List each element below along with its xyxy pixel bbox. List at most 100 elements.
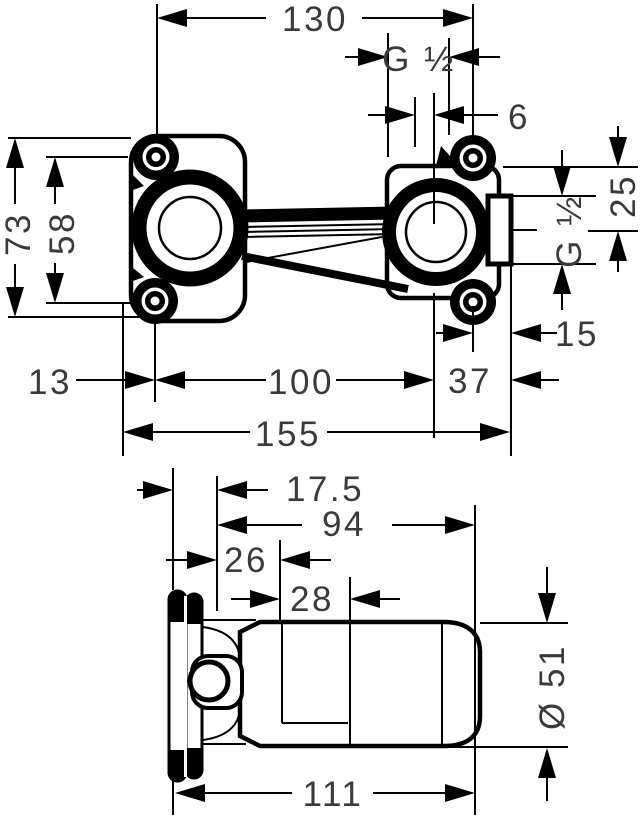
dim-label-94: 94 xyxy=(322,505,366,544)
dimension-dia-51: Ø 51 xyxy=(533,567,572,801)
dimension-25: 25 xyxy=(604,126,640,272)
pipe-line xyxy=(243,233,393,238)
dimension-g12-side: G ½ xyxy=(550,150,589,310)
arrowhead xyxy=(46,273,64,303)
arrowhead xyxy=(445,784,475,802)
cartridge-body xyxy=(237,619,483,749)
dim-label-37: 37 xyxy=(448,362,492,401)
extension-lines xyxy=(172,468,568,815)
pipe-diagonal-bar xyxy=(241,252,409,293)
dim-label-6: 6 xyxy=(508,98,530,137)
dimension-15: 15 xyxy=(436,315,599,354)
dim-label-g12-top: G ½ xyxy=(382,40,456,79)
dimension-155: 155 xyxy=(123,415,510,454)
dimension-6: 6 xyxy=(368,98,530,137)
dim-label-26: 26 xyxy=(224,541,268,580)
arrowhead xyxy=(250,590,280,608)
dimension-100: 100 xyxy=(155,363,434,402)
arrowhead xyxy=(434,106,464,124)
arrowhead xyxy=(385,106,415,124)
side-view-dimensions: 17.5 94 26 28 xyxy=(137,468,572,815)
dimension-130: 130 xyxy=(157,0,473,39)
arrowhead xyxy=(175,784,205,802)
arrowhead xyxy=(187,551,217,569)
dim-label-100: 100 xyxy=(268,363,334,402)
arrowhead xyxy=(443,9,473,27)
screw-hole xyxy=(141,287,169,315)
dim-label-15: 15 xyxy=(555,315,599,354)
arrowhead xyxy=(155,371,185,389)
arrowhead xyxy=(6,287,24,317)
arrowhead xyxy=(350,590,380,608)
right-port-bore xyxy=(404,200,468,264)
arrowhead xyxy=(553,264,571,294)
plate-cap-black xyxy=(169,591,186,622)
arrowhead xyxy=(445,516,475,534)
dimension-73: 73 xyxy=(0,138,38,317)
plate-cap-black xyxy=(186,748,202,777)
arrowhead xyxy=(480,423,510,441)
dimension-26: 26 xyxy=(166,541,331,580)
arrowhead xyxy=(538,593,556,623)
dimension-37: 37 xyxy=(448,362,559,401)
arrowhead xyxy=(46,157,64,187)
arrowhead xyxy=(217,481,247,499)
arrowhead xyxy=(280,551,310,569)
arrowhead xyxy=(157,9,187,27)
dimension-94: 94 xyxy=(217,505,475,544)
dim-label-25: 25 xyxy=(604,174,640,218)
arrowhead xyxy=(538,748,556,778)
arrowhead xyxy=(449,48,479,66)
left-port-ring xyxy=(131,169,249,287)
right-port-ring xyxy=(382,178,490,286)
arrowhead xyxy=(609,137,627,167)
arrowhead xyxy=(511,371,541,389)
arrowhead xyxy=(125,371,155,389)
pipe-line xyxy=(243,223,393,228)
dim-label-17-5: 17.5 xyxy=(286,470,364,509)
dimension-g12-top: G ½ xyxy=(345,40,500,79)
arrowhead xyxy=(6,138,24,168)
arrowhead xyxy=(358,48,388,66)
dimension-28: 28 xyxy=(231,580,400,619)
extension-lines xyxy=(8,4,638,456)
screw-holes xyxy=(141,143,487,316)
arrowhead xyxy=(123,423,153,441)
front-view xyxy=(128,133,514,325)
arrowhead xyxy=(143,481,173,499)
flange-edge-wedge xyxy=(133,268,144,281)
dim-label-73: 73 xyxy=(0,212,38,256)
dimension-111: 111 xyxy=(175,775,475,814)
pipe-line xyxy=(243,228,393,233)
arrowhead xyxy=(553,166,571,196)
bracket-curve xyxy=(202,626,241,659)
screw-hole xyxy=(142,143,170,171)
arrowhead xyxy=(609,231,627,261)
flange-edge-wedge xyxy=(133,175,144,190)
plate-cap-black xyxy=(169,750,186,781)
side-outlet-port xyxy=(485,193,514,267)
dimension-13: 13 xyxy=(28,363,155,402)
port-circle-side xyxy=(187,659,231,703)
left-port-bore xyxy=(157,195,223,261)
front-view-dimensions: 130 G ½ 6 73 xyxy=(0,0,640,456)
arrowhead xyxy=(511,324,541,342)
arrowhead xyxy=(217,516,247,534)
dim-label-111: 111 xyxy=(303,775,364,814)
connecting-pipes xyxy=(239,206,409,293)
arrowhead xyxy=(404,371,434,389)
pipe-top-bar xyxy=(239,206,393,223)
dimension-17-5: 17.5 xyxy=(137,470,364,509)
dim-label-dia-51: Ø 51 xyxy=(533,644,572,730)
dimension-58: 58 xyxy=(43,157,82,303)
side-view xyxy=(167,589,483,783)
dim-label-28: 28 xyxy=(290,580,334,619)
screw-hole xyxy=(459,144,487,172)
arrowhead xyxy=(443,324,473,342)
plate-cap-black xyxy=(186,595,202,624)
dim-label-58: 58 xyxy=(43,211,82,255)
bracket-curve xyxy=(202,709,241,741)
dim-label-13: 13 xyxy=(28,363,72,402)
